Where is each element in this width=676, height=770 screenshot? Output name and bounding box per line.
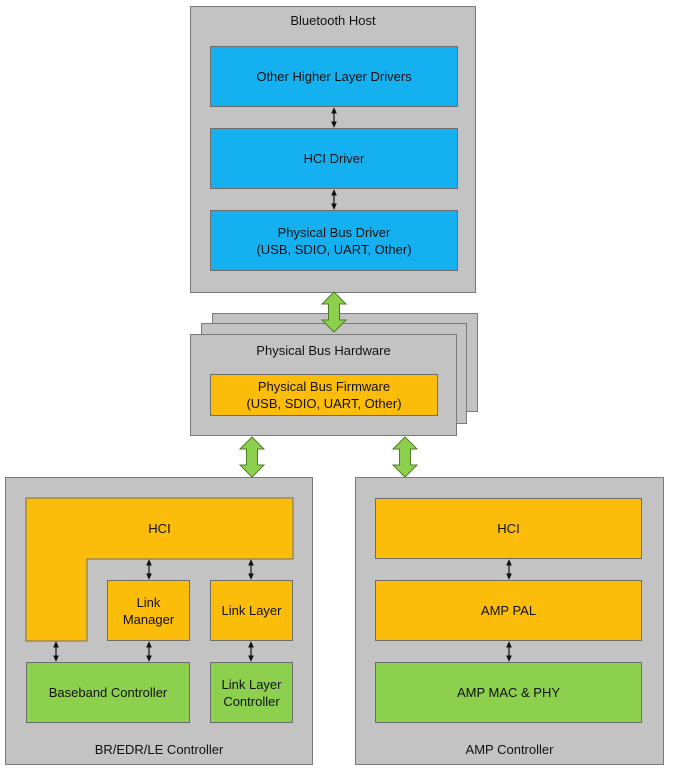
amp-pal-block: AMP PAL (375, 580, 642, 641)
physical-bus-firmware-block: Physical Bus Firmware (USB, SDIO, UART, … (210, 374, 438, 416)
baseband-controller-label: Baseband Controller (48, 685, 168, 700)
green-arrow-bus-to-amp (391, 436, 419, 478)
link-layer-controller-label: Link Layer Controller (221, 676, 282, 709)
physical-bus-hardware-title: Physical Bus Hardware (256, 343, 391, 358)
bredr-le-controller-title: BR/EDR/LE Controller (94, 742, 224, 757)
link-manager-label: Link Manager (122, 594, 175, 627)
link-manager-block: Link Manager (107, 580, 190, 641)
link-layer-label: Link Layer (221, 603, 282, 618)
physical-bus-firmware-label: Physical Bus Firmware (USB, SDIO, UART, … (246, 379, 402, 411)
other-higher-layer-drivers-block: Other Higher Layer Drivers (210, 46, 458, 107)
physical-bus-driver-block: Physical Bus Driver (USB, SDIO, UART, Ot… (210, 210, 458, 271)
hci-driver-label: HCI Driver (303, 151, 365, 166)
baseband-controller-block: Baseband Controller (26, 662, 190, 723)
physical-bus-driver-label: Physical Bus Driver (USB, SDIO, UART, Ot… (256, 224, 412, 257)
link-layer-controller-block: Link Layer Controller (210, 662, 293, 723)
bredr-hci-block (25, 497, 294, 642)
green-arrow-host-to-bus-hardware (320, 291, 348, 333)
hci-driver-block: HCI Driver (210, 128, 458, 189)
bluetooth-host-title: Bluetooth Host (290, 13, 376, 28)
amp-hci-label: HCI (497, 521, 520, 536)
amp-mac-phy-label: AMP MAC & PHY (456, 685, 561, 700)
link-layer-block: Link Layer (210, 580, 293, 641)
bredr-hci-label-area: HCI (26, 498, 293, 558)
amp-hci-block: HCI (375, 498, 642, 559)
amp-mac-phy-block: AMP MAC & PHY (375, 662, 642, 723)
green-arrow-bus-to-bredr (238, 436, 266, 478)
other-higher-layer-drivers-label: Other Higher Layer Drivers (256, 69, 412, 84)
amp-pal-label: AMP PAL (480, 603, 537, 618)
amp-controller-title: AMP Controller (465, 742, 554, 757)
bredr-hci-label: HCI (148, 520, 171, 536)
